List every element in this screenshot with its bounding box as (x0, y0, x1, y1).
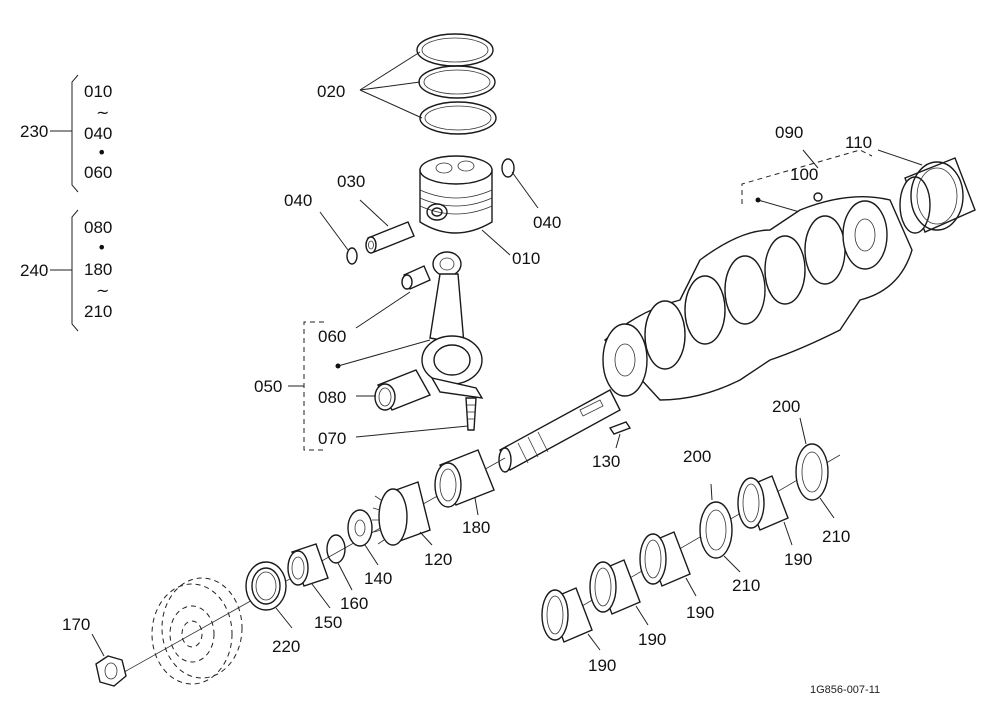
group-230-sep-1: ~ (96, 103, 109, 122)
label-190-1: 190 (588, 656, 616, 675)
label-220: 220 (272, 637, 300, 656)
label-200-2: 200 (772, 397, 800, 416)
crank-gear (372, 481, 433, 546)
crank-gear-bushing (434, 449, 495, 516)
label-070: 070 (318, 429, 346, 448)
label-040-left: 040 (284, 191, 312, 210)
o-ring (326, 534, 353, 591)
label-180: 180 (462, 518, 490, 537)
crankshaft (498, 196, 913, 473)
group-240: 240 080 • 180 ~ 210 (20, 209, 112, 332)
label-140: 140 (364, 569, 392, 588)
small-end-bushing (355, 265, 431, 329)
group-240-brace (71, 209, 79, 332)
group-230-brace (71, 74, 79, 193)
label-150: 150 (314, 613, 342, 632)
group-240-sep-2: ~ (96, 281, 109, 300)
group-240-sep-1: • (97, 238, 106, 257)
thrust-washer-front (699, 483, 741, 573)
connecting-rod (335, 251, 484, 431)
label-120: 120 (424, 550, 452, 569)
group-230: 230 010 ~ 040 • 060 (20, 74, 112, 193)
crank-pulley (151, 577, 243, 685)
piston-pin (359, 199, 415, 254)
rod-bearing (356, 369, 432, 411)
piston (419, 155, 511, 256)
front-oil-seal (245, 561, 293, 629)
label-020: 020 (317, 82, 345, 101)
label-100: 100 (790, 165, 818, 184)
group-090-bracket (741, 149, 873, 204)
label-050: 050 (254, 377, 282, 396)
label-010: 010 (512, 249, 540, 268)
label-170: 170 (62, 615, 90, 634)
label-030: 030 (337, 172, 365, 191)
group-230-item-1: 010 (84, 82, 112, 101)
label-090: 090 (775, 123, 803, 142)
label-200-1: 200 (683, 447, 711, 466)
group-240-item-3: 210 (84, 302, 112, 321)
crank-pin-plug (813, 192, 823, 202)
piston-rings (359, 33, 497, 135)
figure-reference: 1G856-007-11 (810, 684, 880, 696)
main-bearing-2 (589, 559, 649, 626)
label-190-3: 190 (686, 603, 714, 622)
circlip-left (319, 211, 358, 265)
circlip-right (501, 158, 539, 209)
label-190-4: 190 (784, 550, 812, 569)
group-240-item-2: 180 (84, 260, 112, 279)
label-160: 160 (340, 594, 368, 613)
label-210-1: 210 (732, 576, 760, 595)
label-080: 080 (318, 388, 346, 407)
group-240-label: 240 (20, 261, 48, 280)
main-bearing-4 (737, 475, 793, 546)
main-bearing-1 (541, 587, 601, 651)
rear-seal-ring (877, 149, 976, 234)
label-190-2: 190 (638, 630, 666, 649)
group-230-label: 230 (20, 122, 48, 141)
collar (287, 543, 331, 609)
feather-key (608, 421, 632, 449)
group-230-item-3: 060 (84, 163, 112, 182)
pulley-nut (91, 633, 127, 687)
label-110: 110 (845, 133, 872, 152)
thrust-washer-rear (795, 417, 835, 519)
thrust-washer (347, 509, 379, 566)
label-130: 130 (592, 452, 620, 471)
group-230-item-2: 040 (84, 124, 112, 143)
group-230-sep-2: • (97, 143, 106, 162)
main-bearing-3 (639, 531, 697, 597)
label-040-right: 040 (533, 213, 561, 232)
label-060: 060 (318, 327, 346, 346)
label-210-2: 210 (822, 527, 850, 546)
group-240-item-1: 080 (84, 218, 112, 237)
